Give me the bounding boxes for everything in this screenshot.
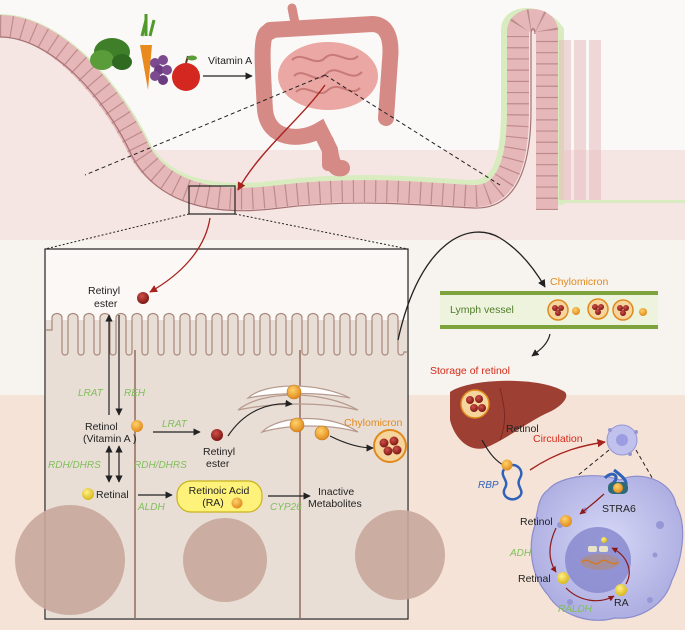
zoom-line (84, 74, 326, 176)
uptake-target-arrow (579, 493, 605, 515)
adh-arrow (549, 527, 557, 573)
liver-icon (450, 380, 567, 449)
retinoic-acid-label: Retinoic Acid (189, 485, 250, 497)
aldh-label: ALDH (137, 502, 165, 513)
vegetables-icon (90, 14, 200, 91)
adh-label: ADH (509, 548, 532, 559)
intestinal-wall (0, 8, 685, 240)
stra6-label: STRA6 (602, 503, 636, 515)
lymph-vessel (440, 291, 658, 329)
red-zoom-arrow (237, 84, 326, 191)
circulation-label: Circulation (533, 433, 583, 445)
lrat-left-label: LRAT (78, 388, 104, 399)
retinyl-ester-mid-dot (211, 429, 223, 441)
retinol-liver-label: Retinol (506, 423, 539, 435)
raldh-arrow (565, 587, 615, 602)
raldh-label: RALDH (558, 604, 593, 615)
zoom-box (188, 185, 236, 215)
lymph-vessel-label: Lymph vessel (450, 304, 514, 316)
chylomicron-arrow (329, 435, 374, 452)
zoom-line (234, 213, 409, 250)
storage-label: Storage of retinol (430, 365, 510, 377)
packaging-arrow (227, 399, 293, 437)
target-zoom-line (635, 449, 666, 501)
retinol-target-dot (560, 515, 572, 527)
retinal-target-label: Retinal (518, 573, 551, 585)
inactive-label: Inactive (318, 486, 354, 498)
ra-target-label: RA (614, 597, 629, 609)
retinol-dot (131, 420, 143, 432)
circulation-arrow (529, 438, 606, 471)
chylomicron-top-label: Chylomicron (550, 276, 609, 288)
cyp26-label: CYP26 (270, 502, 302, 513)
chylomicron-cell-label: Chylomicron (344, 417, 403, 429)
ra-label: (RA) (202, 497, 224, 509)
retinol-label: Retinol (85, 421, 118, 433)
retinal-label: Retinal (96, 489, 129, 501)
ra-target-dot (615, 584, 627, 596)
retinyl-ester-mid-label-1: Retinyl (203, 446, 235, 458)
rdh-dhrs-right-label: RDH/DHRS (134, 460, 187, 471)
retinyl-ester-mid-label-2: ester (206, 458, 230, 470)
ra-to-nucleus-arrow (611, 547, 630, 585)
lrat-mid-label: LRAT (162, 419, 188, 430)
uptake-arrow (149, 217, 211, 293)
intestine-icon (254, 3, 399, 177)
vitamin-a-paren-label: (Vitamin A ) (83, 433, 137, 445)
export-arrow (397, 231, 546, 341)
rbp-label: RBP (478, 480, 499, 491)
retinyl-ester-dot (137, 292, 149, 304)
nuclear-ra-dot (601, 537, 607, 543)
retinyl-ester-label-2: ester (94, 298, 118, 310)
rdh-dhrs-left-label: RDH/DHRS (48, 460, 101, 471)
target-cell-large (530, 475, 684, 621)
lymph-to-liver-arrow (531, 333, 551, 357)
metabolites-label: Metabolites (308, 498, 362, 510)
stra6-icon (603, 468, 628, 494)
retinal-target-dot (557, 572, 569, 584)
target-cell-small (606, 424, 638, 456)
ra-dot (231, 497, 243, 509)
rbp-icon (501, 459, 523, 501)
retinol-target-label: Retinol (520, 516, 553, 528)
retinal-dot (82, 488, 94, 500)
retinyl-ester-label-1: Retinyl (88, 285, 120, 297)
vitamin-a-label: Vitamin A (208, 55, 252, 67)
reh-label: REH (124, 388, 146, 399)
zoom-line (44, 213, 190, 250)
